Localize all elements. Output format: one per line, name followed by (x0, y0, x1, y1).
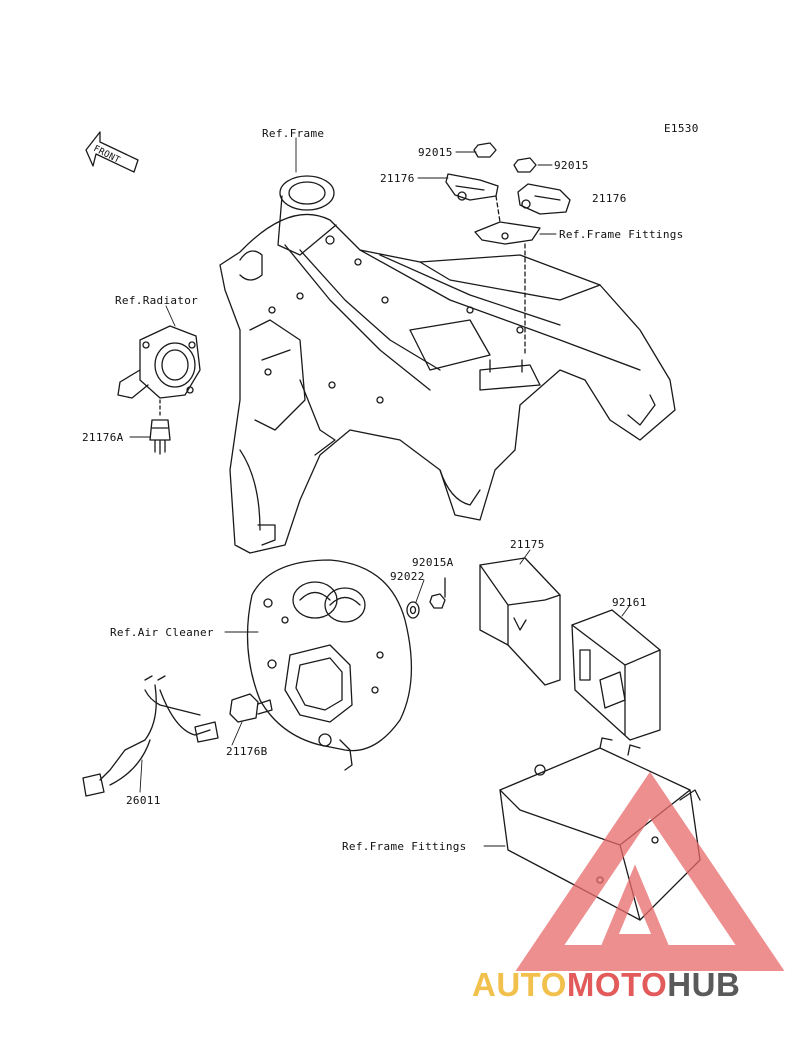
label-21176B: 21176B (226, 745, 268, 758)
frame-drawing (219, 175, 676, 554)
cover-92161 (571, 609, 661, 741)
air-cleaner-plate (246, 559, 413, 771)
nut-92015-right (513, 157, 537, 173)
label-92022: 92022 (390, 570, 425, 583)
harness-26011 (82, 675, 219, 797)
sensor-21176A (149, 419, 171, 455)
label-21176A: 21176A (82, 431, 124, 444)
label-21176-right: 21176 (592, 192, 627, 205)
watermark-moto: MOTO (566, 966, 668, 1003)
nut-92015-left (473, 142, 497, 158)
label-ref-air-cleaner: Ref.Air Cleaner (110, 626, 214, 639)
washer-92022 (406, 601, 420, 619)
label-ref-frame-fittings-top: Ref.Frame Fittings (559, 228, 684, 241)
label-92015A: 92015A (412, 556, 454, 569)
sensor-21176-left (445, 173, 499, 201)
watermark-brand: AUTOMOTOHUB (472, 966, 740, 1004)
watermark-auto: AUTO (472, 966, 567, 1003)
front-arrow-icon (85, 131, 139, 173)
label-21175: 21175 (510, 538, 545, 551)
bracket-frame-fittings (474, 221, 541, 245)
label-ref-radiator: Ref.Radiator (115, 294, 199, 307)
radiator-housing (117, 325, 201, 399)
label-ref-frame-fittings-bottom: Ref.Frame Fittings (342, 840, 467, 853)
watermark-logo-icon (515, 771, 785, 971)
label-21176-left: 21176 (380, 172, 415, 185)
label-92161: 92161 (612, 596, 647, 609)
label-ref-frame: Ref.Frame (262, 127, 325, 140)
nut-92015A (429, 593, 446, 609)
label-92015-left: 92015 (418, 146, 453, 159)
label-26011: 26011 (126, 794, 161, 807)
watermark-hub: HUB (667, 966, 741, 1003)
sensor-21176B (229, 693, 273, 723)
ecu-21175 (479, 557, 561, 686)
sensor-21176-right (517, 183, 571, 215)
leader-lines (129, 137, 631, 847)
diagram-code: E1530 (664, 122, 699, 135)
label-92015-right: 92015 (554, 159, 589, 172)
